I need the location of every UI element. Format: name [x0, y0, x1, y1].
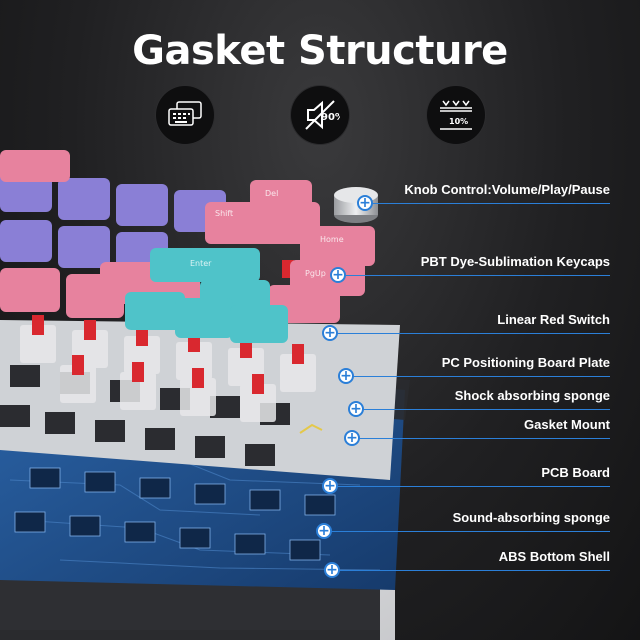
callout-line-bottom-shell: [332, 570, 610, 571]
callout-line-keycaps: [338, 275, 610, 276]
callout-line-gasket: [352, 438, 610, 439]
callout-line-sound-sponge: [324, 531, 610, 532]
keycap-legend-enter: Enter: [190, 259, 212, 268]
page-title: Gasket Structure: [132, 28, 508, 74]
callout-sponge-label: Shock absorbing sponge: [454, 388, 610, 403]
switch-row: [20, 260, 316, 422]
plate-plus-icon[interactable]: +: [338, 368, 354, 384]
percent-mute-icon: 90%: [291, 86, 349, 144]
knob-plus-icon[interactable]: +: [357, 195, 373, 211]
keycaps: Del Home PgUp Enter Shift: [0, 150, 375, 343]
callout-line-sponge: [356, 409, 610, 410]
callout-bottom-shell-label: ABS Bottom Shell: [498, 549, 610, 564]
gasket-mount-strip: [299, 423, 323, 434]
callout-sound-sponge-label: Sound-absorbing sponge: [452, 510, 610, 525]
keyboard-layout-icon: [156, 86, 214, 144]
callout-line-pcb: [330, 486, 610, 487]
keycap-legend-del: Del: [265, 189, 278, 198]
callout-line-plate: [346, 376, 610, 377]
gasket-plus-icon[interactable]: +: [344, 430, 360, 446]
compression-icon: 10%: [427, 86, 485, 144]
compression-label: 10%: [449, 117, 468, 126]
keycap-legend-home: Home: [320, 235, 344, 244]
pcb-plus-icon[interactable]: +: [322, 478, 338, 494]
callout-knob-label: Knob Control:Volume/Play/Pause: [404, 182, 610, 197]
sound-sponge-plus-icon[interactable]: +: [316, 523, 332, 539]
keycap-legend-shift: Shift: [215, 209, 233, 218]
callout-line-knob: [365, 203, 610, 204]
exploded-keyboard-illustration: Del Home PgUp Enter Shift: [0, 150, 410, 640]
callout-pcb-label: PCB Board: [541, 465, 610, 480]
callout-plate-label: PC Positioning Board Plate: [441, 355, 610, 370]
bottom-shell-plus-icon[interactable]: +: [324, 562, 340, 578]
callout-gasket-label: Gasket Mount: [524, 417, 610, 432]
callout-switch-label: Linear Red Switch: [497, 312, 610, 327]
keycap-legend-pgup: PgUp: [305, 269, 326, 278]
switch-plus-icon[interactable]: +: [322, 325, 338, 341]
sponge-plus-icon[interactable]: +: [348, 401, 364, 417]
keycaps-plus-icon[interactable]: +: [330, 267, 346, 283]
percent-label: 90%: [321, 112, 340, 123]
callout-keycaps-label: PBT Dye-Sublimation Keycaps: [420, 254, 610, 269]
callout-line-switch: [330, 333, 610, 334]
